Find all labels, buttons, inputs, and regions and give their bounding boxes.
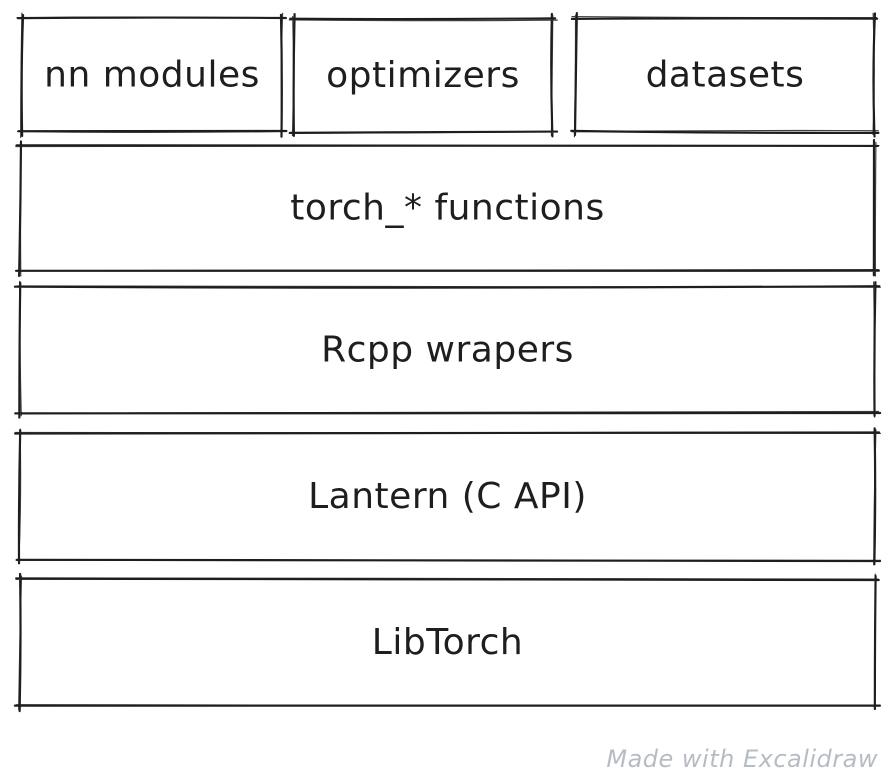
lantern-box: Lantern (C API) — [14, 427, 882, 566]
datasets-label: datasets — [646, 55, 805, 96]
nn-modules-box: nn modules — [16, 12, 288, 138]
libtorch-label: LibTorch — [372, 622, 523, 663]
excalidraw-watermark: Made with Excalidraw — [606, 745, 878, 773]
datasets-box: datasets — [570, 12, 880, 138]
optimizers-box: optimizers — [288, 12, 559, 138]
datasets-box-outline-sketch — [571, 12, 879, 138]
nn-modules-label: nn modules — [44, 55, 260, 96]
torch-functions-box-outline — [14, 138, 880, 278]
datasets-box-outline — [570, 12, 880, 138]
nn-modules-box-outline-sketch — [16, 12, 287, 138]
optimizers-label: optimizers — [326, 55, 520, 96]
optimizers-box-outline — [288, 12, 559, 138]
rcpp-wrappers-label: Rcpp wrapers — [321, 330, 574, 371]
lantern-box-outline — [14, 427, 882, 566]
libtorch-box: LibTorch — [13, 572, 882, 713]
rcpp-wrappers-box-outline-sketch — [15, 280, 881, 418]
lantern-label: Lantern (C API) — [308, 476, 587, 517]
torch-functions-label: torch_* functions — [290, 188, 605, 229]
rcpp-wrappers-box: Rcpp wrapers — [13, 280, 882, 419]
libtorch-box-outline-sketch — [15, 573, 879, 710]
optimizers-box-outline-sketch — [288, 14, 558, 137]
torch-functions-box: torch_* functions — [14, 138, 880, 278]
